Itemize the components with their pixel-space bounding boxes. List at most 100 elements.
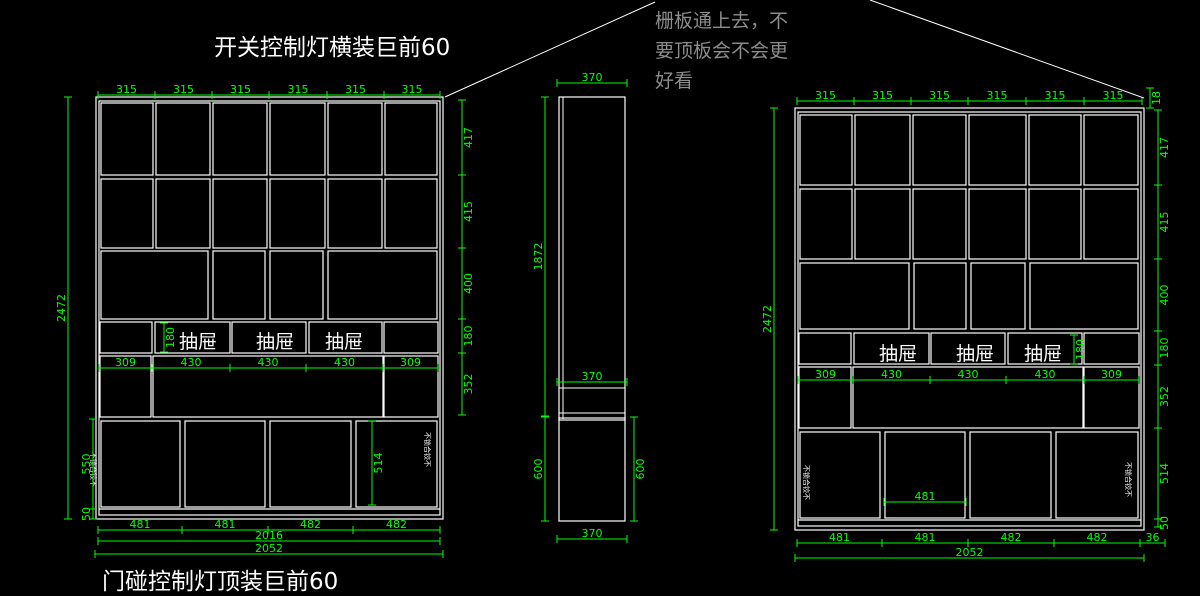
drawer <box>930 332 1006 365</box>
dimension-label: 315 <box>1045 89 1066 102</box>
dimension-label: 1872 <box>532 243 545 271</box>
door <box>1055 431 1139 519</box>
middle-cell <box>269 250 324 320</box>
grey-note-line-3: 好看 <box>655 70 694 92</box>
side-view: 370 370 370 1872 600 600 <box>532 71 647 543</box>
dimension-label: 482 <box>1087 531 1108 544</box>
dimension-label: 315 <box>929 89 950 102</box>
dimension-label: 430 <box>258 356 279 369</box>
drawer-side-cell <box>99 321 153 354</box>
top-cell <box>799 188 853 260</box>
top-cell <box>384 178 438 249</box>
grey-note-line-2: 要顶板会不会更 <box>655 40 789 62</box>
drawer-label: 抽屉 <box>956 343 994 365</box>
dimension-label: 2472 <box>55 294 68 322</box>
side-note: 不锁合铰不 <box>802 465 811 500</box>
grey-note-line-1: 栅板通上去，不 <box>655 10 789 32</box>
drawer-side-cell <box>1083 332 1140 365</box>
dimension-label: 415 <box>462 201 475 222</box>
dimension-label: 315 <box>872 89 893 102</box>
cabinet-inner <box>98 100 441 516</box>
dimension-label: 315 <box>345 83 366 96</box>
dimension-label: 315 <box>815 89 836 102</box>
dimension-label: 430 <box>1035 368 1056 381</box>
dimension-label: 309 <box>115 356 136 369</box>
dimension-label: 315 <box>173 83 194 96</box>
open-side-cell <box>1083 366 1140 429</box>
dimension-label: 415 <box>1158 212 1171 233</box>
open-center-cell <box>852 366 1084 429</box>
drawer-label: 抽屉 <box>179 331 217 353</box>
title-top-annotation: 开关控制灯横装巨前60 <box>214 35 451 61</box>
dimension-label: 50 <box>1158 516 1171 530</box>
open-side-cell <box>798 366 852 429</box>
drawer-label: 抽屉 <box>256 331 294 353</box>
dimension-label: 315 <box>1103 89 1124 102</box>
dimension-label: 370 <box>582 527 603 540</box>
door <box>969 431 1052 519</box>
dimension-label: 430 <box>958 368 979 381</box>
dimension-label: 36 <box>1146 531 1160 544</box>
door <box>884 431 966 519</box>
middle-cell <box>970 262 1026 330</box>
dimension-label: 482 <box>386 518 407 531</box>
middle-cell <box>212 250 266 320</box>
dimension-label: 309 <box>1101 368 1122 381</box>
dimension-label: 315 <box>230 83 251 96</box>
drawer-label: 抽屉 <box>325 331 363 353</box>
drawer-side-cell <box>798 332 852 365</box>
dimension-label: 600 <box>634 459 647 480</box>
dimension-label: 2052 <box>956 546 984 559</box>
open-side-cell <box>99 355 152 418</box>
dimension-label: 18 <box>1150 91 1163 105</box>
dimension-label: 370 <box>582 370 603 383</box>
door <box>355 420 438 508</box>
cabinet-inner <box>797 111 1142 527</box>
dimension-label: 482 <box>300 518 321 531</box>
middle-cell <box>913 262 967 330</box>
top-cell <box>1028 114 1082 186</box>
dimension-label: 315 <box>987 89 1008 102</box>
dimension-label: 514 <box>1158 463 1171 484</box>
drawer <box>308 321 383 354</box>
drawer <box>154 321 231 354</box>
dimension-label: 481 <box>915 531 936 544</box>
dimension-label: 417 <box>462 127 475 148</box>
drawer-side-cell <box>383 321 439 354</box>
top-cell <box>269 178 326 249</box>
dimension-label: 430 <box>334 356 355 369</box>
top-cell <box>854 114 911 186</box>
grey-note: 栅板通上去，不 要顶板会不会更 好看 <box>655 6 845 96</box>
dimension-label: 481 <box>215 518 236 531</box>
dimension-label: 309 <box>815 368 836 381</box>
top-cell <box>799 114 853 186</box>
door <box>799 431 881 519</box>
dimension-label: 352 <box>462 374 475 395</box>
side-upper <box>558 96 626 421</box>
open-center-cell <box>152 355 384 418</box>
door <box>184 420 266 508</box>
dimension-label: 315 <box>116 83 137 96</box>
top-cell <box>269 102 326 176</box>
drawer <box>853 332 930 365</box>
open-side-cell <box>383 355 439 418</box>
dimension-label: 180 <box>1158 338 1171 359</box>
note-leader-lines <box>444 0 1145 99</box>
dimension-label: 481 <box>130 518 151 531</box>
dimension-label: 430 <box>181 356 202 369</box>
door <box>100 420 181 508</box>
middle-cell <box>1029 262 1139 330</box>
dimension-label: 309 <box>400 356 421 369</box>
middle-cell <box>327 250 438 320</box>
top-cell <box>384 102 438 176</box>
top-cell <box>100 102 154 176</box>
side-note: 不锁合铰不 <box>423 432 432 467</box>
dimension-label: 481 <box>915 490 936 503</box>
dimension-label: 370 <box>582 71 603 84</box>
dimension-label: 600 <box>532 459 545 480</box>
dimension-label: 514 <box>372 453 385 474</box>
side-lower <box>558 417 626 522</box>
leader-line <box>869 0 1145 99</box>
title-bottom-annotation: 门碰控制灯顶装巨前60 <box>102 569 339 595</box>
